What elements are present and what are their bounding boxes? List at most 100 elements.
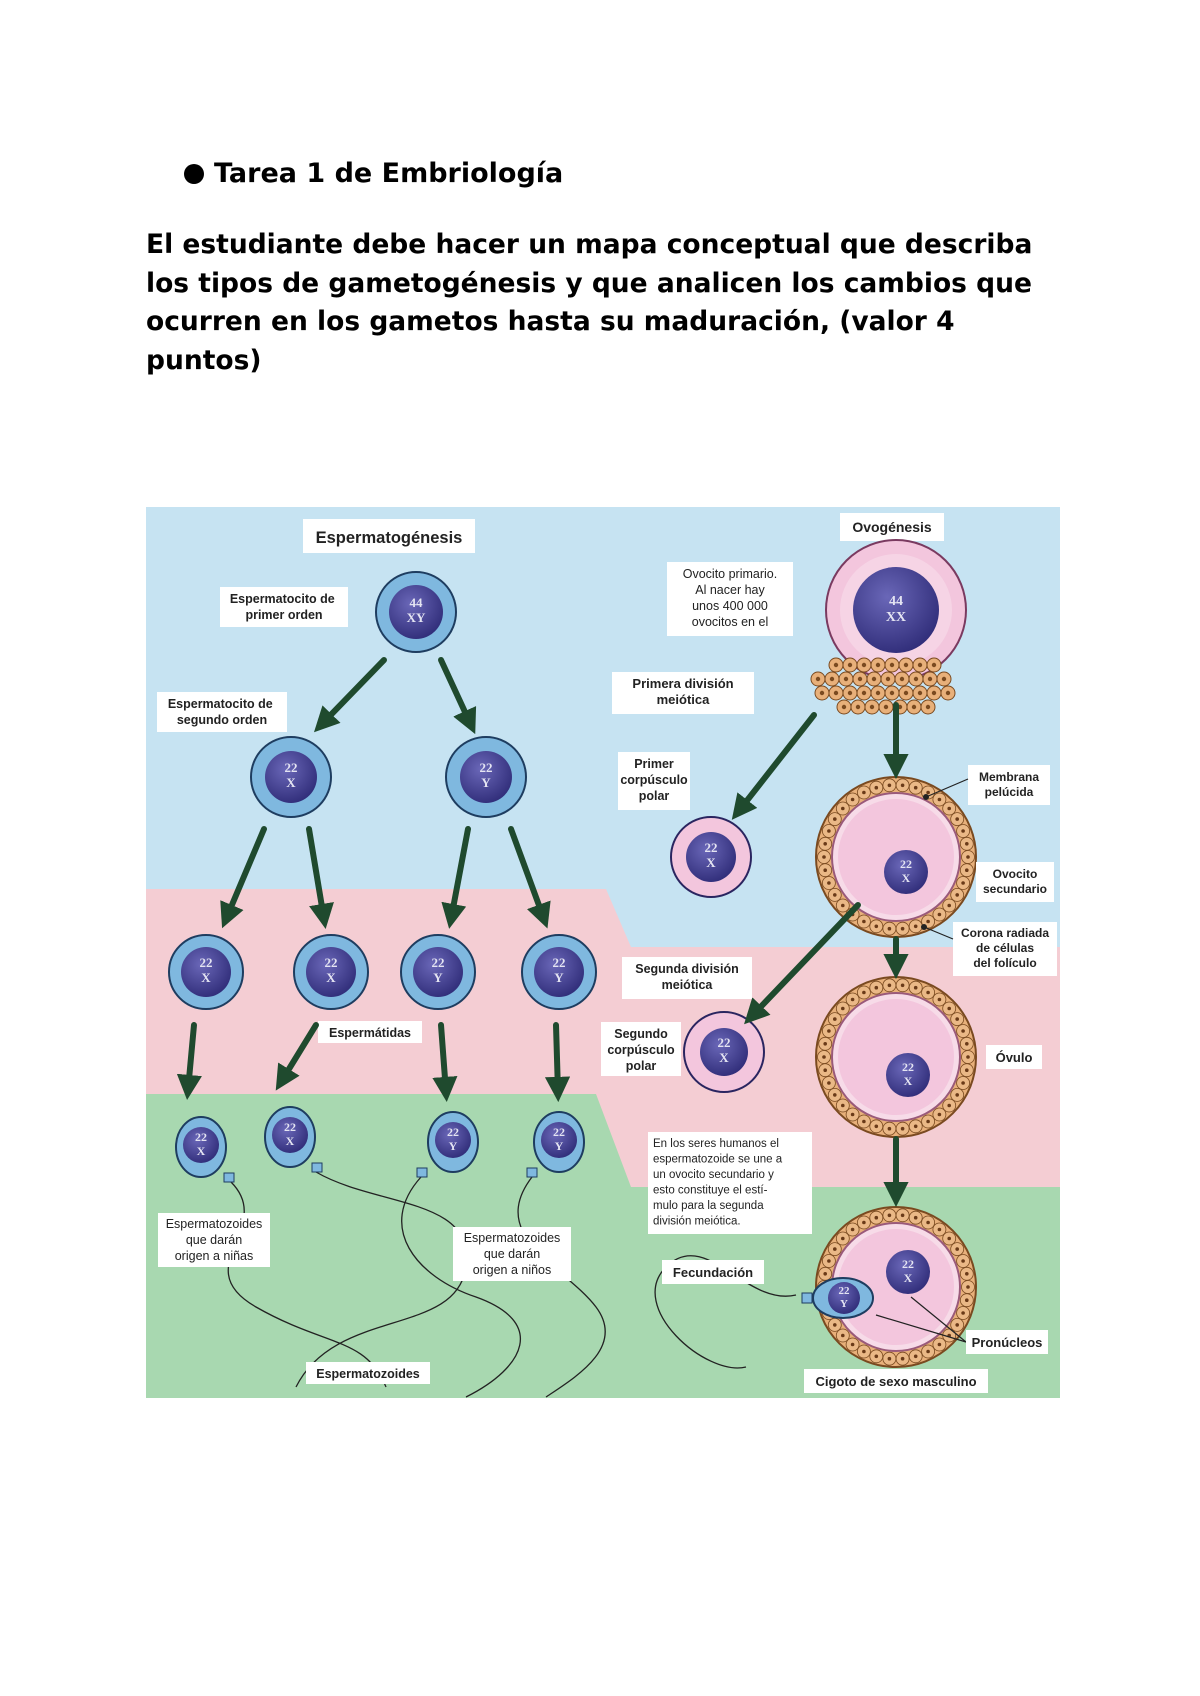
follicle-cell-nucleus	[941, 676, 947, 682]
pronuclei-label-box	[966, 1330, 1048, 1354]
spermatogenesis-title: Espermatogénesis	[316, 529, 463, 547]
corona-cell-nucleus	[900, 1213, 905, 1218]
corona-cell-nucleus	[833, 1247, 837, 1251]
corona-cell-nucleus	[900, 1356, 905, 1361]
sex-chromosome: Y	[840, 1298, 848, 1310]
corona-cell-nucleus	[887, 926, 892, 931]
sex-chromosome: Y	[554, 970, 564, 985]
pronucleus-pointer	[910, 1296, 967, 1343]
nucleus	[265, 751, 317, 803]
sex-chromosome: X	[706, 855, 716, 870]
arrow	[275, 1022, 319, 1091]
corona-cell-nucleus	[913, 785, 918, 790]
corona-cell-nucleus	[874, 985, 879, 990]
sperm-label: Espermatozoides	[316, 1367, 420, 1381]
corona-cell-nucleus	[966, 855, 970, 859]
corona-cell-nucleus	[955, 817, 959, 821]
chromosome-count: 22	[718, 1035, 731, 1050]
corona-label-box	[953, 922, 1057, 976]
corona-cell-nucleus	[926, 790, 930, 795]
zygote: 22 X 22 Y	[801, 1206, 977, 1368]
corona-cell-nucleus	[965, 868, 969, 872]
corona-cell-nucleus	[961, 1311, 965, 1315]
follicle-cell-nucleus	[889, 662, 895, 668]
label-line: primer orden	[245, 608, 322, 622]
label-line: que darán	[186, 1233, 242, 1247]
corona-cell-nucleus	[833, 1093, 837, 1097]
follicle-cell-nucleus	[819, 690, 825, 696]
note-box	[648, 1132, 812, 1234]
corona-cell-nucleus	[827, 1081, 831, 1085]
label-line: de células	[976, 941, 1034, 955]
chromosome-count: 22	[902, 1060, 914, 1074]
corona-cell-nucleus	[937, 1112, 942, 1117]
corona-cell-nucleus	[900, 1126, 905, 1131]
chromosome-count: 22	[195, 1130, 207, 1144]
corona-cell-nucleus	[955, 1093, 959, 1097]
nucleus	[534, 947, 584, 997]
sperm-2: 22 X	[264, 1106, 323, 1173]
note-line: un ovocito secundario y	[653, 1169, 774, 1181]
chromosome-count: 22	[839, 1285, 851, 1297]
sperm-3: 22 Y	[416, 1111, 479, 1178]
spermatid-4: 22 Y	[521, 934, 597, 1010]
fertilization-label: Fecundación	[673, 1265, 753, 1280]
corona-cells	[817, 1208, 975, 1366]
secondary-oocyte: 22 X	[815, 776, 977, 938]
nucleus	[853, 567, 939, 653]
first-polar-label-box	[618, 752, 690, 810]
corona-cell-nucleus	[841, 1103, 845, 1108]
nucleus	[541, 1122, 577, 1158]
note-line: mulo para la segunda	[653, 1200, 764, 1212]
follicle-cell-nucleus	[829, 676, 835, 682]
follicle-cell-nucleus	[917, 690, 923, 696]
chromosome-count: 22	[553, 1125, 565, 1139]
chromosome-count: 22	[200, 955, 213, 970]
second-polar-label-box	[601, 1022, 681, 1076]
corona-cell-nucleus	[841, 1006, 845, 1011]
sperm-midpiece	[801, 1292, 813, 1304]
corona-cell-nucleus	[900, 926, 905, 931]
label-line: Espermatozoides	[464, 1231, 561, 1245]
corona-cell-nucleus	[841, 1236, 845, 1241]
corona-cell-nucleus	[937, 997, 942, 1002]
label-line: Espermatozoides	[166, 1217, 263, 1231]
sex-chromosome: X	[286, 1134, 295, 1148]
nucleus	[413, 947, 463, 997]
sperm-4: 22 Y	[526, 1111, 585, 1178]
corona-cell-nucleus	[887, 983, 892, 988]
corona-cell-nucleus	[827, 829, 831, 833]
nucleus	[389, 585, 443, 639]
corona-cell-nucleus	[887, 1126, 892, 1131]
corona-cell-nucleus	[822, 1055, 826, 1059]
corona-cell-nucleus	[947, 1006, 951, 1011]
corona-cell-nucleus	[913, 1124, 918, 1129]
follicle-cell-nucleus	[861, 690, 867, 696]
chromosome-count: 22	[553, 955, 566, 970]
sex-chromosome: X	[326, 970, 336, 985]
corona-cell-nucleus	[827, 1259, 831, 1263]
corona-cell-nucleus	[823, 1042, 827, 1046]
corona-cell-nucleus	[926, 919, 930, 924]
follicle-cell-nucleus	[925, 704, 931, 710]
follicle-cell-nucleus	[885, 676, 891, 682]
ovum: 22 X	[815, 976, 977, 1138]
corona-cell-nucleus	[966, 1055, 970, 1059]
sex-chromosome: X	[904, 1074, 913, 1088]
corona-cell-nucleus	[874, 1215, 879, 1220]
arrow	[731, 712, 817, 820]
label-line: Primera división	[632, 676, 733, 691]
label-line: pelúcida	[985, 785, 1034, 799]
follicle-cell-nucleus	[875, 690, 881, 696]
corona-cell-nucleus	[900, 983, 905, 988]
sex-chromosome: X	[904, 1271, 913, 1285]
note-line: En los seres humanos el	[653, 1138, 779, 1150]
corona-cell-nucleus	[862, 1119, 866, 1124]
follicle-cell-nucleus	[913, 676, 919, 682]
sex-chromosomes: XY	[407, 610, 426, 625]
